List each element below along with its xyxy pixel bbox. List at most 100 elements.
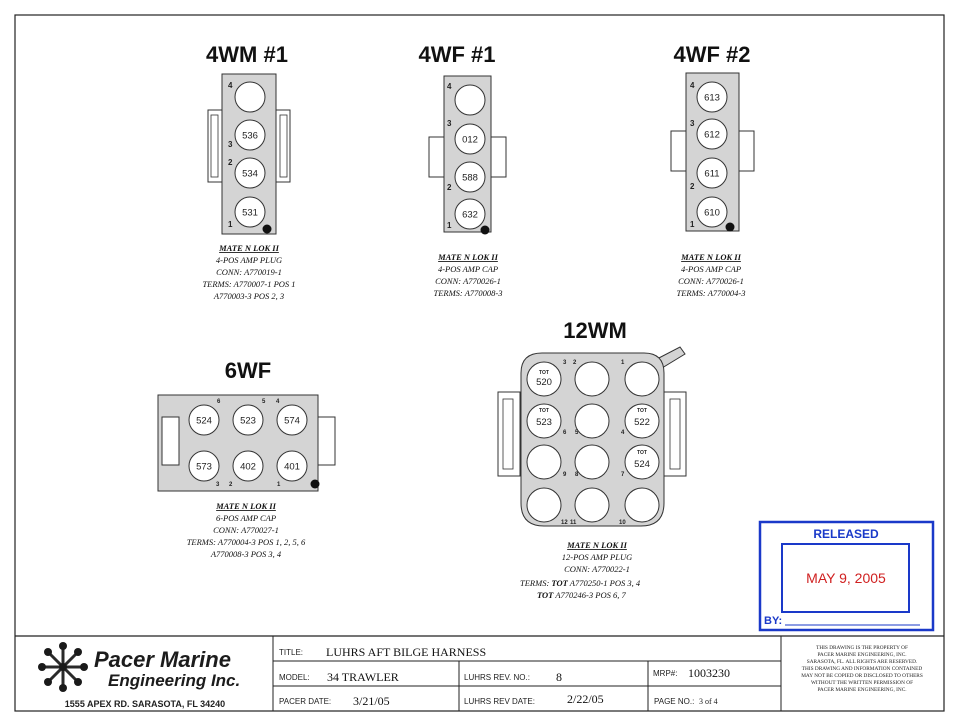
spec-heading: MATE N LOK II xyxy=(437,252,498,262)
pin-label: 573 xyxy=(196,462,212,473)
pin-label: 611 xyxy=(704,169,719,180)
stamp-label: RELEASED xyxy=(813,527,879,541)
connector-4wm-1: 4WM #1 536 534 531 4 3 2 1 MATE N LOK II… xyxy=(202,42,295,301)
pin-number: 5 xyxy=(575,430,579,436)
stamp-date-box xyxy=(781,543,910,613)
pin-cavity xyxy=(574,444,610,480)
latch-left xyxy=(428,136,445,178)
spec-heading: MATE N LOK II xyxy=(215,501,276,511)
pin-label: 588 xyxy=(462,173,478,184)
spec-line: 4-POS AMP CAP xyxy=(681,264,741,274)
pin-cavity xyxy=(188,450,220,482)
pin-cavity xyxy=(526,403,562,439)
pin-number: 3 xyxy=(228,140,233,149)
pin-number: 1 xyxy=(228,220,233,229)
pin-number: 2 xyxy=(447,183,452,192)
spec-line: A770003-3 POS 2, 3 xyxy=(213,291,284,301)
property-notice: PACER MARINE ENGINEERING, INC. xyxy=(817,687,906,693)
pacer-date-label: PACER DATE: xyxy=(279,697,331,706)
pin-cavity xyxy=(526,361,562,397)
latch-right-inner xyxy=(279,114,288,178)
spec-line: TERMS: A770004-3 xyxy=(676,288,745,298)
pin-number: 2 xyxy=(573,360,577,366)
pin-number: 4 xyxy=(447,82,452,91)
property-notice: PACER MARINE ENGINEERING, INC. xyxy=(817,652,906,658)
pin-cavity xyxy=(624,487,660,523)
pin-cavity xyxy=(574,487,610,523)
pin-cavity xyxy=(696,157,728,189)
spec-line: 12-POS AMP PLUG xyxy=(562,552,633,562)
mrp-value: 1003230 xyxy=(688,666,730,680)
rev-date-label: LUHRS REV DATE: xyxy=(464,697,535,706)
pin-label: 012 xyxy=(462,135,478,146)
pin-number: 4 xyxy=(276,399,280,405)
drawing-title: LUHRS AFT BILGE HARNESS xyxy=(326,645,486,659)
pin-cavity xyxy=(234,196,266,228)
pin-number: 5 xyxy=(262,399,266,405)
pin-cavity xyxy=(574,403,610,439)
polarity-dot xyxy=(725,222,735,232)
polarity-dot xyxy=(480,225,490,235)
property-notice: MAY NOT BE COPIED OR DISCLOSED TO OTHERS xyxy=(801,673,923,679)
property-notice: SARASOTA, FL. ALL RIGHTS ARE RESERVED. xyxy=(807,659,918,665)
pin-number: 4 xyxy=(228,81,233,90)
spec-heading: MATE N LOK II xyxy=(566,540,627,550)
pin-label: 522 xyxy=(634,417,650,428)
pin-label: 524 xyxy=(196,416,212,427)
spec-line: CONN: A770026-1 xyxy=(435,276,501,286)
connector-title: 12WM xyxy=(563,318,627,343)
latch-right-slot xyxy=(317,416,336,466)
spec-line: CONN: A770026-1 xyxy=(678,276,744,286)
pin-cavity xyxy=(526,487,562,523)
pin-number: 4 xyxy=(621,430,625,436)
connector-title: 4WF #2 xyxy=(673,42,750,67)
stamp-by-label: BY: xyxy=(764,615,782,627)
pin-cavity xyxy=(454,123,486,155)
spec-line: TERMS: A770008-3 xyxy=(433,288,502,298)
model-value: 34 TRAWLER xyxy=(327,670,399,684)
connector-title: 4WF #1 xyxy=(418,42,495,67)
spec-line: CONN: A770027-1 xyxy=(213,525,279,535)
page-value: 3 of 4 xyxy=(699,697,718,706)
pin-cavity xyxy=(276,404,308,436)
pin-label: 523 xyxy=(240,416,256,427)
latch-left-slot xyxy=(161,416,180,466)
latch-right xyxy=(738,130,755,172)
pin-label: 401 xyxy=(284,462,300,473)
latch-left-inner xyxy=(502,398,514,470)
connector-4wf-1: 4WF #1 012 588 632 4 3 2 1 MATE N LOK II… xyxy=(418,42,507,298)
spec-line: TERMS: TOT A770250-1 POS 3, 4 xyxy=(520,578,641,588)
spec-line: 4-POS AMP PLUG xyxy=(216,255,282,265)
page-label: PAGE NO.: xyxy=(654,697,694,706)
model-label: MODEL: xyxy=(279,673,310,682)
pin-cavity xyxy=(234,81,266,113)
spec-line: A770008-3 POS 3, 4 xyxy=(210,549,282,559)
company-address: 1555 APEX RD. SARASOTA, FL 34240 xyxy=(65,699,225,709)
pin-number: 1 xyxy=(621,360,625,366)
pin-label: 613 xyxy=(704,93,720,104)
polarity-dot xyxy=(262,224,272,234)
pin-cavity xyxy=(696,118,728,150)
pin-number: 6 xyxy=(217,399,221,405)
spec-heading: MATE N LOK II xyxy=(680,252,741,262)
pin-label: 632 xyxy=(462,210,478,221)
pin-cavity xyxy=(454,84,486,116)
pacer-date-value: 3/21/05 xyxy=(353,694,390,708)
pin-number: 6 xyxy=(563,430,567,436)
release-date: MAY 9, 2005 xyxy=(806,570,886,586)
pin-cavity xyxy=(526,444,562,480)
pin-label: 402 xyxy=(240,462,256,473)
pin-label: 574 xyxy=(284,416,300,427)
latch-right-inner xyxy=(669,398,681,470)
connector-6wf: 6WF 524 523 574 573 402 401 6 5 4 3 2 1 … xyxy=(157,358,336,559)
pin-number: 1 xyxy=(277,482,281,488)
company-name-line2: Engineering Inc. xyxy=(108,671,240,690)
tot-tag: TOT xyxy=(539,370,549,376)
connector-4wf-2: 4WF #2 613 612 611 610 4 3 2 1 MATE N LO… xyxy=(670,42,755,298)
pin-number: 1 xyxy=(447,221,452,230)
spec-line: 4-POS AMP CAP xyxy=(438,264,498,274)
property-notice: THIS DRAWING IS THE PROPERTY OF xyxy=(816,645,908,651)
pin-number: 3 xyxy=(563,360,567,366)
pin-cavity xyxy=(232,404,264,436)
